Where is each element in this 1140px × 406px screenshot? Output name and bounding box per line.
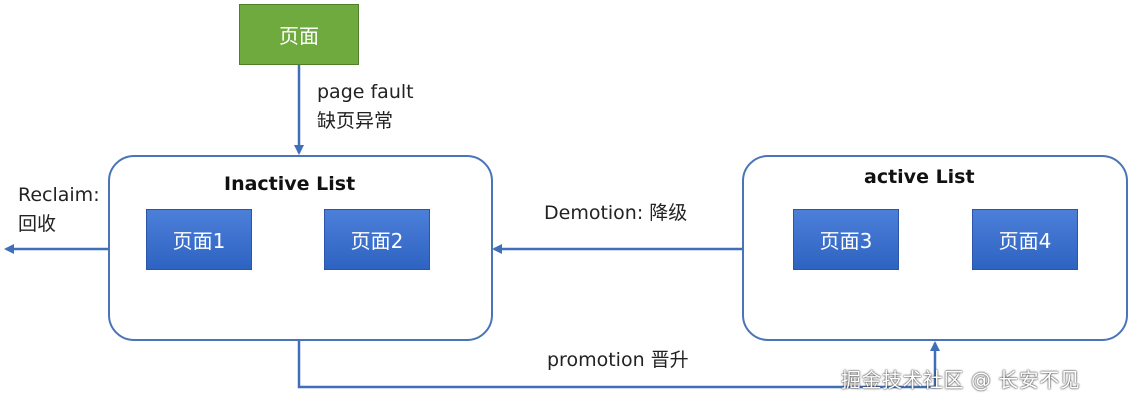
page-fault-line2: 缺页异常 bbox=[317, 110, 394, 132]
top-page-box: 页面 bbox=[239, 4, 359, 65]
active-page-4: 页面4 bbox=[972, 209, 1078, 270]
promotion-label: promotion 晋升 bbox=[547, 349, 689, 371]
inactive-page-2-label: 页面2 bbox=[350, 229, 404, 253]
watermark: 掘金技术社区 @ 长安不见 bbox=[841, 368, 1081, 392]
active-page-3-label: 页面3 bbox=[819, 229, 873, 253]
promotion-arrow bbox=[297, 341, 940, 389]
inactive-page-1: 页面1 bbox=[146, 209, 252, 270]
reclaim-line1: Reclaim: bbox=[18, 184, 100, 206]
reclaim-label: Reclaim: 回收 bbox=[18, 181, 100, 239]
active-list-title: active List bbox=[864, 166, 975, 188]
active-page-3: 页面3 bbox=[793, 209, 899, 270]
inactive-page-2: 页面2 bbox=[324, 209, 430, 270]
top-page-label: 页面 bbox=[279, 24, 319, 48]
page-fault-label: page fault 缺页异常 bbox=[317, 78, 414, 136]
inactive-page-1-label: 页面1 bbox=[172, 229, 226, 253]
inactive-list-title: Inactive List bbox=[224, 173, 356, 195]
active-page-4-label: 页面4 bbox=[998, 229, 1052, 253]
demotion-label: Demotion: 降级 bbox=[544, 202, 688, 224]
page-fault-line1: page fault bbox=[317, 81, 414, 103]
reclaim-line2: 回收 bbox=[18, 213, 57, 235]
